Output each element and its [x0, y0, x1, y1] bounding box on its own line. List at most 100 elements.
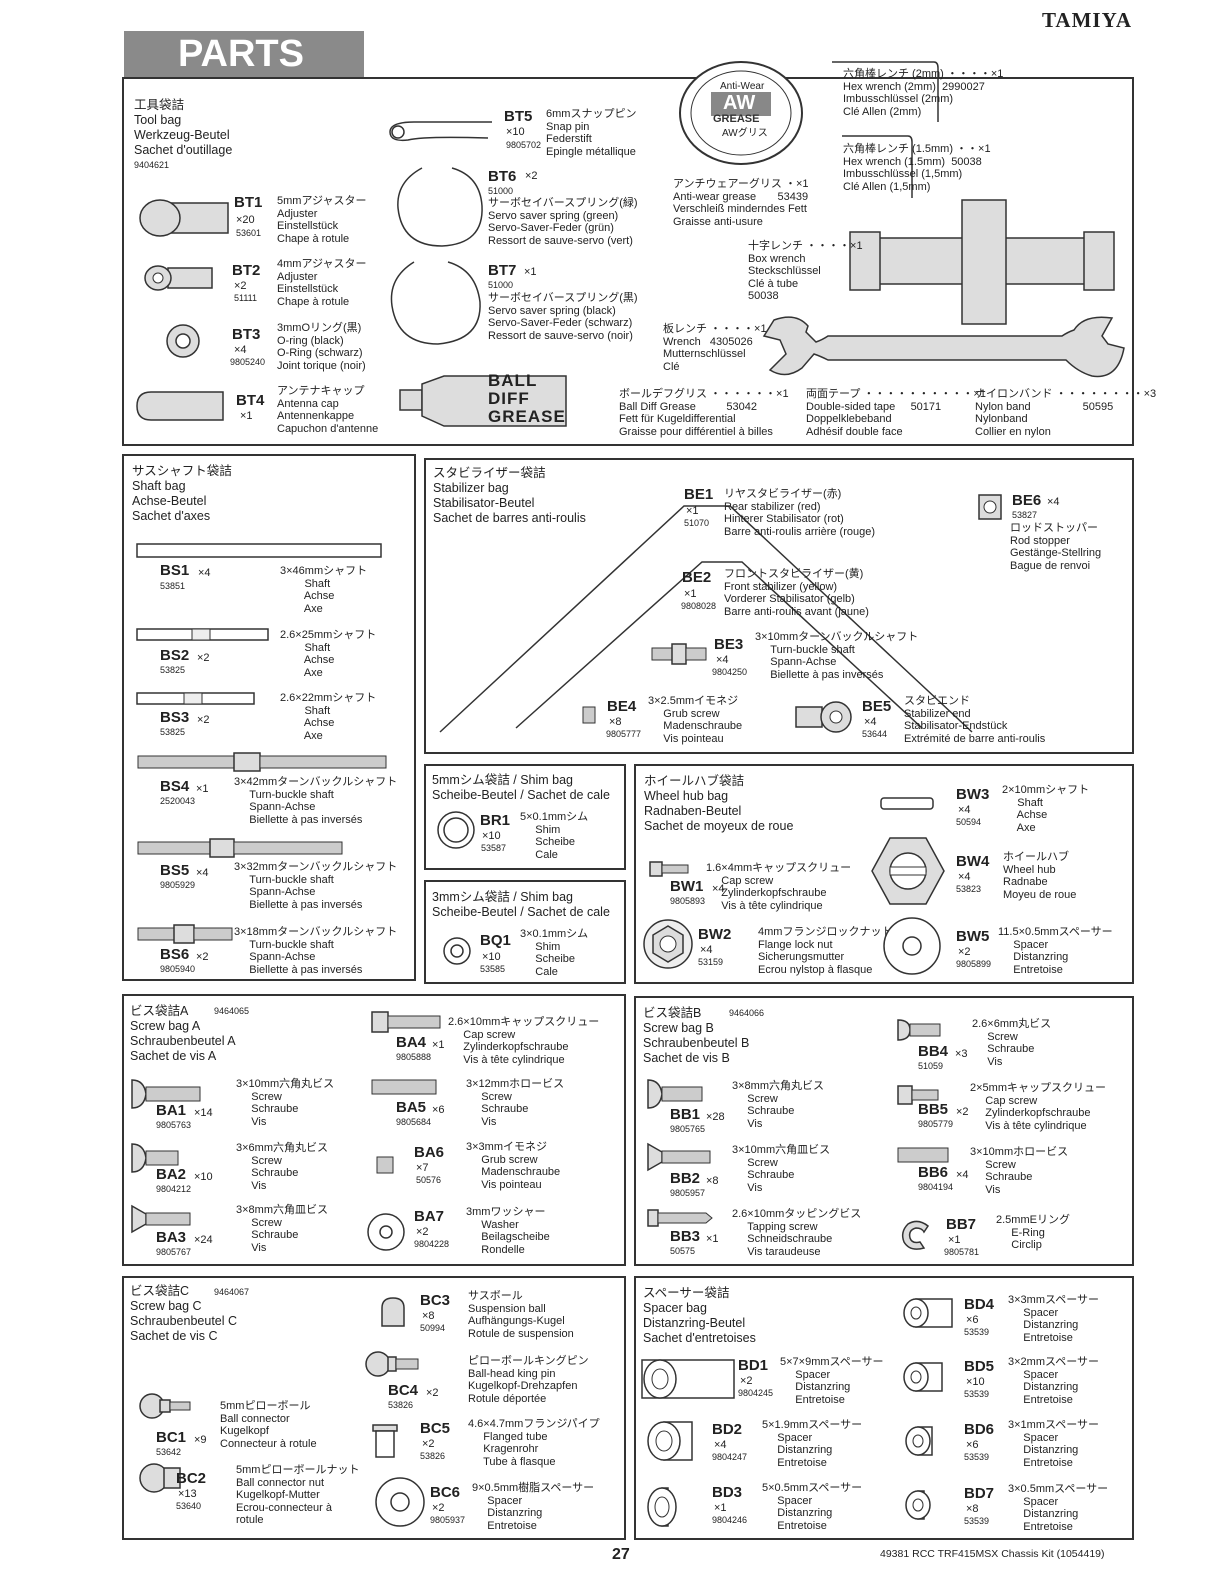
part-qty: ×2: [525, 170, 538, 182]
part-code: BS5: [160, 862, 190, 879]
tapping-screw-icon: [647, 1209, 713, 1227]
shaft-bag-box: [122, 454, 416, 981]
diff-grease-tube-label: BALL DIFF GREASE: [488, 371, 566, 426]
part-number: 53539: [964, 1516, 990, 1526]
part-description: 5×0.5mmスペーサー Spacer Distanzring Entretoi…: [762, 1482, 863, 1532]
screw-bag-a-box: [122, 994, 626, 1266]
hex-wrench-2mm-icon: [832, 61, 939, 122]
part-description: 5mmピローボールナット Ball connector nut Kugelkop…: [236, 1464, 360, 1526]
part-number: 51111: [234, 293, 258, 303]
part-number: 53825: [160, 727, 186, 737]
part-qty: ×13: [178, 1488, 197, 1500]
part-description: 2.6×6mm丸ビス Screw Schraube Vis: [972, 1018, 1052, 1068]
part-number: 53827: [1012, 510, 1038, 520]
grease-container-icon: [679, 61, 803, 165]
part-number: 9804246: [712, 1515, 748, 1525]
part-description: 3×32mmターンバックルシャフト Turn-buckle shaft Span…: [234, 861, 398, 911]
screw-bag-b-number: 9464066: [729, 1008, 765, 1018]
part-code: BW4: [956, 853, 990, 870]
shim-5mm-bag-title: 5mmシム袋詰 / Shim bag Scheibe-Beutel / Sach…: [432, 773, 610, 802]
part-code: BW3: [956, 786, 990, 803]
part-number: 9805957: [670, 1188, 706, 1198]
part-code: BD6: [964, 1421, 995, 1438]
screw-bag-c-title: ビス袋詰C Screw bag C Schraubenbeutel C Sach…: [130, 1284, 238, 1343]
spacer-icon: [905, 1426, 933, 1456]
part-code: BC2: [176, 1470, 207, 1487]
part-description: 3×3mmスペーサー Spacer Distanzring Entretoise: [1008, 1294, 1099, 1344]
part-qty: ×2: [234, 280, 247, 292]
part-qty: ×2: [416, 1226, 429, 1238]
part-number: 53642: [156, 1447, 182, 1457]
adjuster-icon: [139, 199, 229, 237]
grease-logo-main: AW: [723, 92, 756, 114]
part-number: 9805767: [156, 1247, 192, 1257]
part-number: 9805888: [396, 1052, 432, 1062]
shim-3mm-bag-box: [424, 880, 626, 984]
part-number: 51070: [684, 518, 710, 528]
part-description: 3×3mmイモネジ Grub screw Madenschraube Vis p…: [466, 1141, 561, 1191]
part-description: 3×2mmスペーサー Spacer Distanzring Entretoise: [1008, 1356, 1099, 1406]
part-number: 9805240: [230, 357, 266, 367]
part-number: 9805702: [506, 140, 542, 150]
countersunk-screw-icon: [647, 1142, 711, 1172]
screw-bag-b-box: [634, 996, 1134, 1266]
part-qty: ×9: [194, 1434, 207, 1446]
stabilizer-bag-title: スタビライザー袋詰 Stabilizer bag Stabilisator-Be…: [433, 466, 586, 525]
o-ring-icon: [166, 324, 200, 358]
spacer-bag-title: スペーサー袋詰 Spacer bag Distanzring-Beutel Sa…: [643, 1286, 756, 1345]
part-number: 50994: [420, 1323, 446, 1333]
part-qty: ×8: [966, 1503, 979, 1515]
part-qty: ×1: [706, 1233, 719, 1245]
anti-wear-grease-label: アンチウェアーグリス ・×1 Anti-wear grease 53439 Ve…: [673, 178, 809, 228]
spacer-icon: [647, 1487, 677, 1527]
part-description: 1.6×4mmキャップスクリュー Cap screw Zylinderkopfs…: [706, 862, 852, 912]
adjuster-small-icon: [144, 265, 213, 291]
part-code: BE2: [682, 569, 712, 586]
part-description: 2×10mmシャフト Shaft Achse Axe: [1002, 784, 1090, 834]
part-number: 53159: [698, 957, 724, 967]
part-code: BD3: [712, 1484, 743, 1501]
part-code: BR1: [480, 812, 511, 829]
part-description: リヤスタビライザー(赤) Rear stabilizer (red) Hinte…: [724, 488, 875, 538]
part-qty: ×4: [1047, 496, 1060, 508]
part-qty: ×4: [712, 883, 725, 895]
grease-logo-jp: AWグリス: [722, 128, 768, 139]
wrench-label: 板レンチ ・・・・×1 Wrench 4305026 Mutternschlüs…: [663, 323, 767, 373]
part-code: BT6: [488, 168, 517, 185]
servo-saver-spring-black-icon: [390, 261, 481, 345]
part-number: 53644: [862, 729, 888, 739]
part-qty: ×4: [864, 716, 877, 728]
part-code: BB2: [670, 1170, 701, 1187]
part-qty: ×2: [740, 1375, 753, 1387]
part-code: BS2: [160, 647, 190, 664]
turnbuckle-shaft-icon: [137, 924, 233, 944]
turnbuckle-shaft-icon: [651, 643, 707, 665]
part-description: 3×8mm六角丸ビス Screw Schraube Vis: [732, 1080, 824, 1130]
part-number: 50594: [956, 817, 982, 827]
part-number: 9805777: [606, 729, 642, 739]
part-number: 9804212: [156, 1184, 192, 1194]
part-number: 51059: [918, 1061, 944, 1071]
part-description: アンテナキャップ Antenna cap Antennenkappe Capuc…: [277, 385, 379, 435]
shaft-icon: [136, 628, 269, 641]
rear-stabilizer-icon: [439, 505, 973, 733]
part-description: 3×10mm六角皿ビス Screw Schraube Vis: [732, 1144, 831, 1194]
screw-bag-c-box: [122, 1276, 626, 1540]
part-description: 2×5mmキャップスクリュー Cap screw Zylinderkopfsch…: [970, 1082, 1106, 1132]
part-number: 9805684: [396, 1117, 432, 1127]
part-qty: ×6: [966, 1439, 979, 1451]
part-code: BC1: [156, 1429, 187, 1446]
part-description: 2.5mmEリング E-Ring Circlip: [996, 1214, 1070, 1251]
part-qty: ×1: [684, 588, 697, 600]
part-qty: ×4: [958, 804, 971, 816]
part-qty: ×6: [432, 1104, 445, 1116]
part-description: スタビエンド Stabilizer end Stabilisator-Endst…: [904, 695, 1046, 745]
cap-screw-icon: [897, 1085, 939, 1105]
part-description: 3×1mmスペーサー Spacer Distanzring Entretoise: [1008, 1419, 1099, 1469]
spacer-icon: [883, 917, 941, 975]
part-number: 53851: [160, 581, 186, 591]
part-code: BT2: [232, 262, 261, 279]
turnbuckle-shaft-icon: [137, 838, 343, 858]
part-qty: ×6: [966, 1314, 979, 1326]
hollow-screw-icon: [897, 1147, 949, 1163]
